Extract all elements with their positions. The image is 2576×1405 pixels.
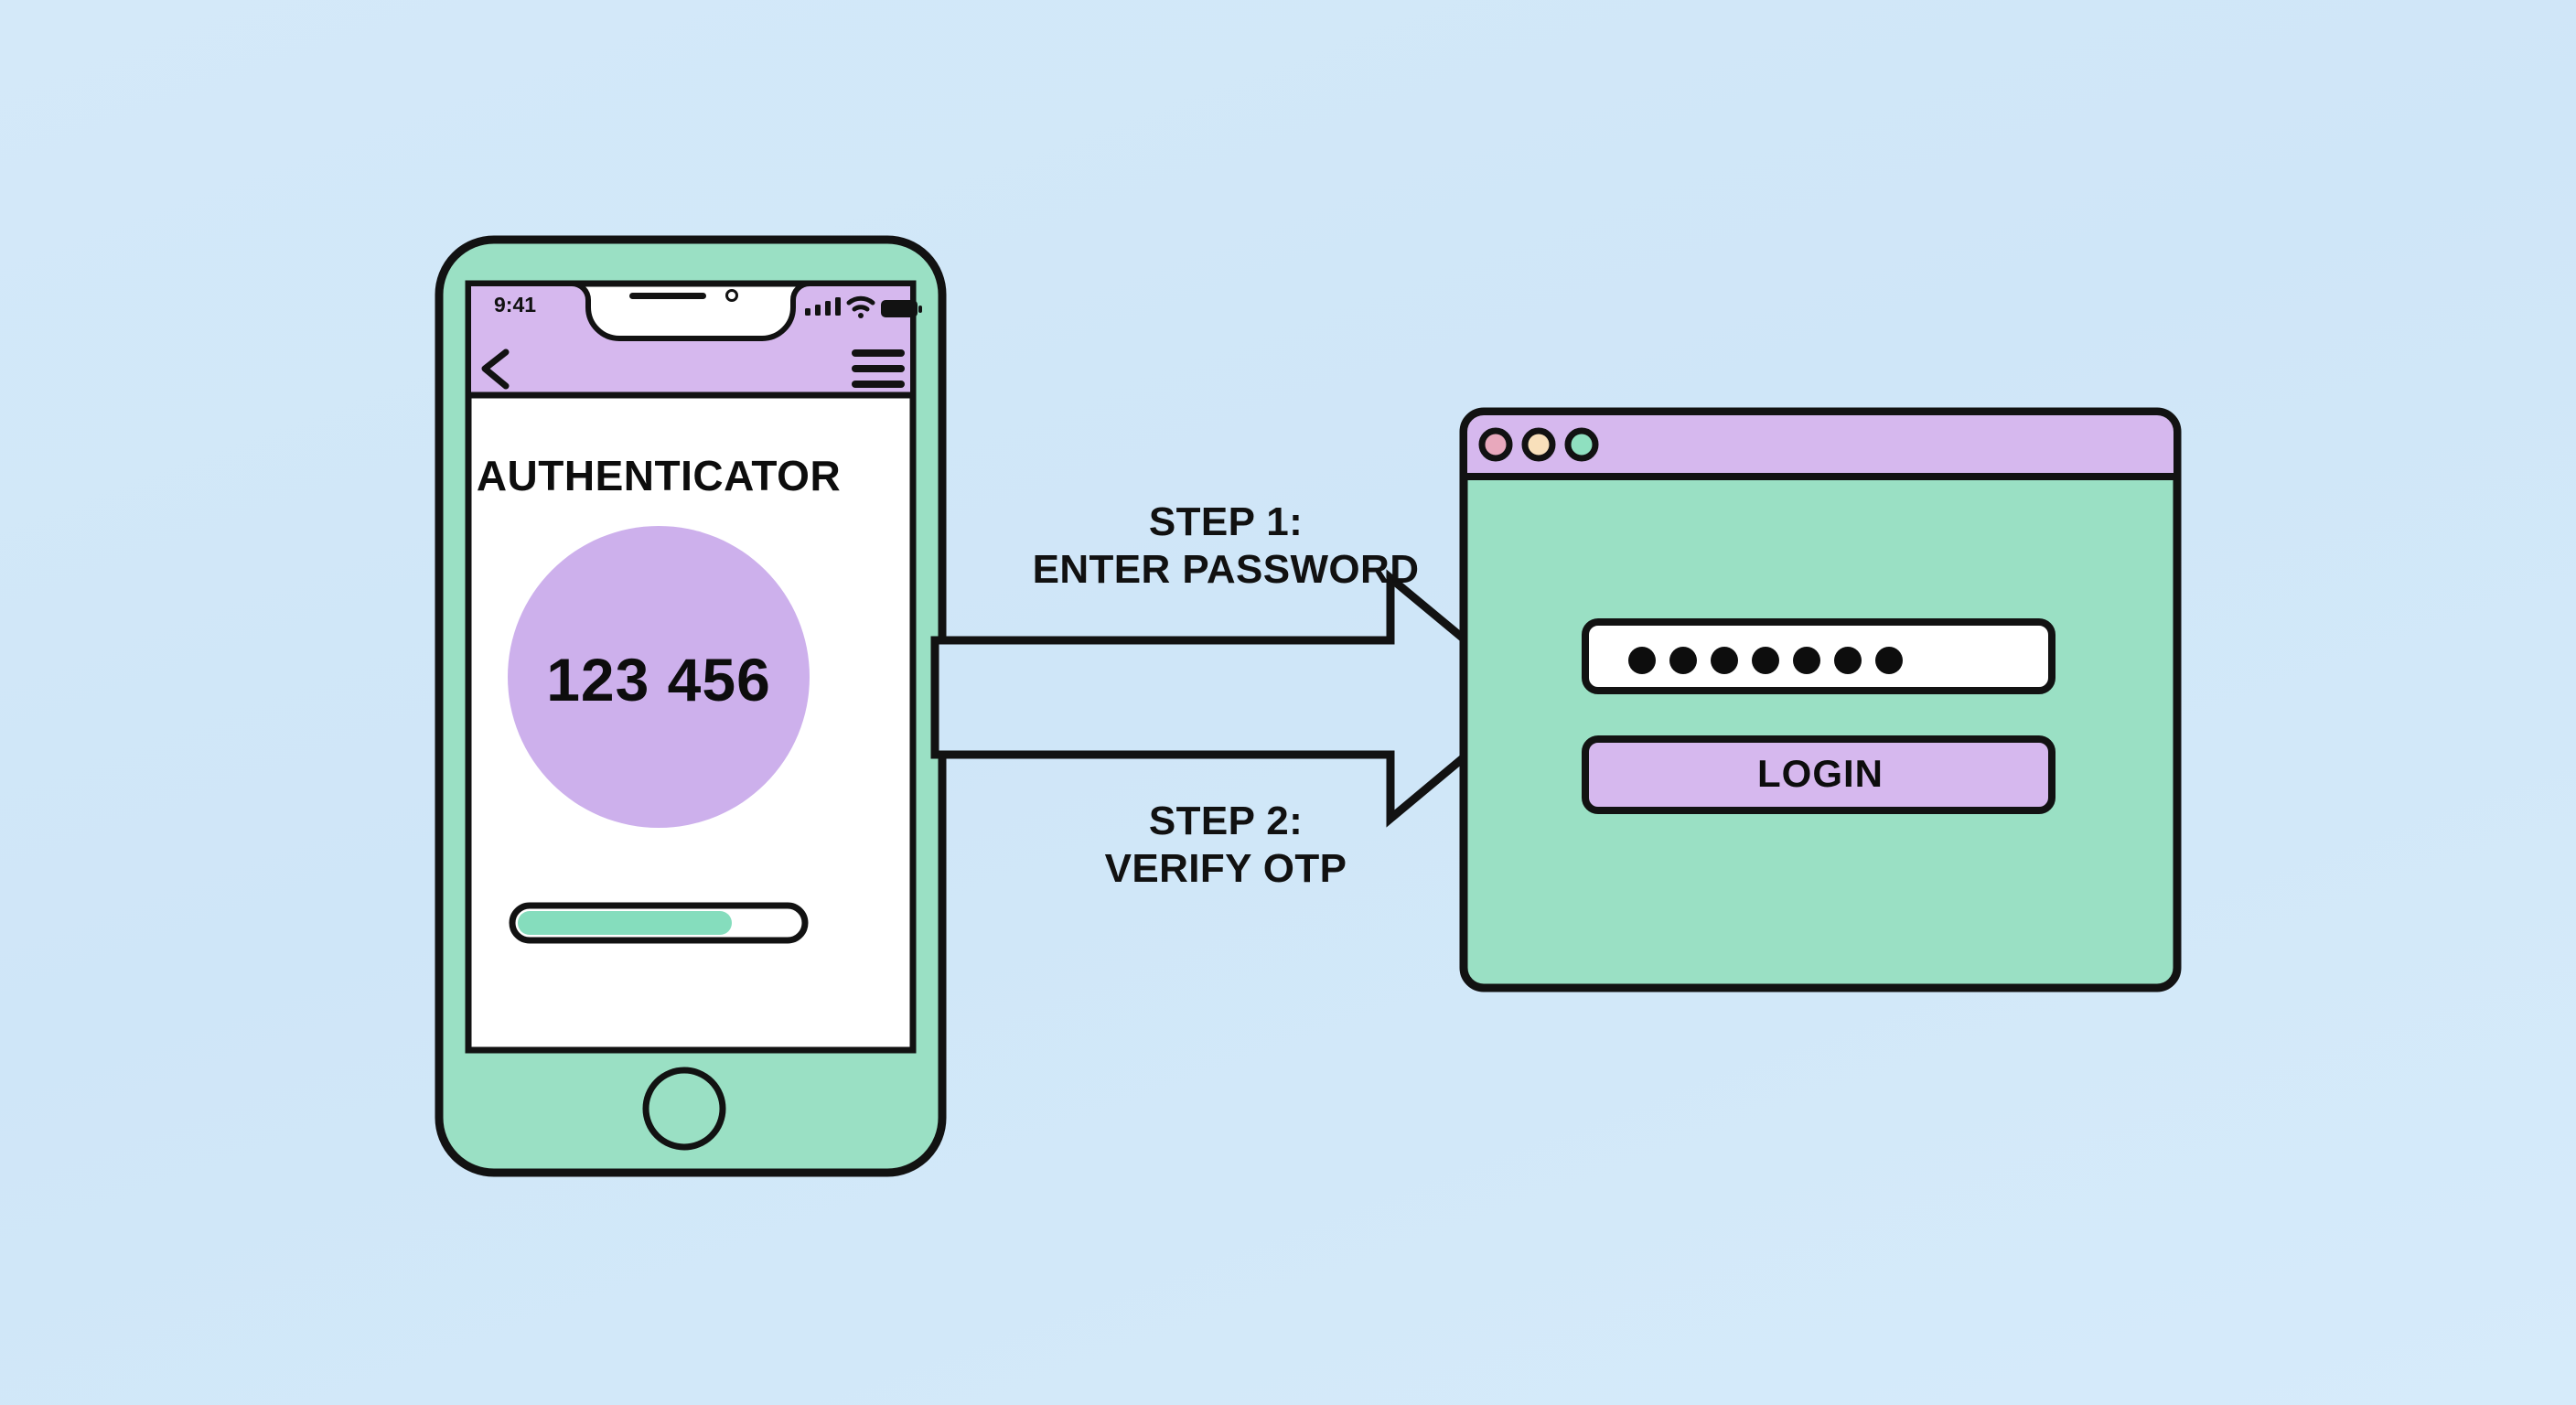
battery-icon: [881, 300, 922, 317]
password-masked-dots: [1628, 647, 1903, 674]
otp-code-value: 123 456: [546, 646, 771, 713]
hamburger-menu-icon[interactable]: [852, 349, 905, 388]
otp-progress-bar: [509, 902, 809, 944]
step-1-label: STEP 1: ENTER PASSWORD: [1032, 499, 1420, 592]
phone-speaker-slot: [629, 293, 706, 299]
step-2-label: STEP 2: VERIFY OTP: [1104, 799, 1347, 891]
otp-circle: [508, 526, 810, 828]
browser-window: [1459, 407, 2182, 992]
signal-bars-icon: [805, 297, 841, 316]
home-button-icon[interactable]: [642, 1067, 726, 1151]
browser-frame: [1459, 407, 2182, 992]
minimize-button[interactable]: [1521, 427, 1556, 462]
chevron-left-icon[interactable]: [481, 349, 510, 390]
phone-status-nav-bar: [466, 281, 916, 398]
flow-arrow: [930, 569, 1542, 828]
progress-fill: [518, 911, 732, 935]
login-button-label: LOGIN: [1757, 752, 1884, 795]
wifi-icon: [846, 295, 875, 318]
status-bar-time: 9:41: [494, 293, 537, 316]
close-button[interactable]: [1478, 427, 1513, 462]
phone-camera-dot: [725, 289, 738, 302]
browser-title-bar: [1460, 408, 2181, 480]
phone-screen-title: AUTHENTICATOR: [476, 452, 842, 499]
maximize-button[interactable]: [1564, 427, 1599, 462]
phone-device: [435, 235, 947, 1177]
login-button[interactable]: [1582, 735, 2055, 814]
